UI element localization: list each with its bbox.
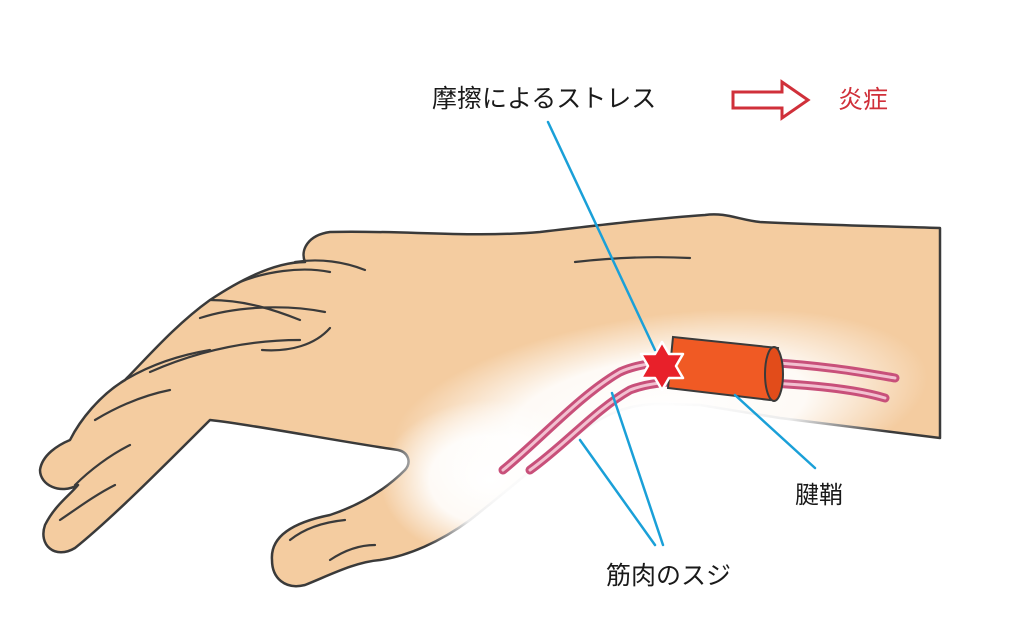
friction-burst-icon [639,340,685,392]
finger-crease-lines [58,256,692,562]
right-arrow-outline-icon [731,79,811,121]
tendon-label: 筋肉のスジ [606,561,732,590]
leader-lines [546,120,817,547]
tendon-sheath-label: 腱鞘 [795,481,843,509]
friction-stress-label: 摩擦によるストレス [432,84,657,113]
tendon-highlight-glow-lower [380,400,600,560]
inflammation-label: 炎症 [838,85,889,114]
